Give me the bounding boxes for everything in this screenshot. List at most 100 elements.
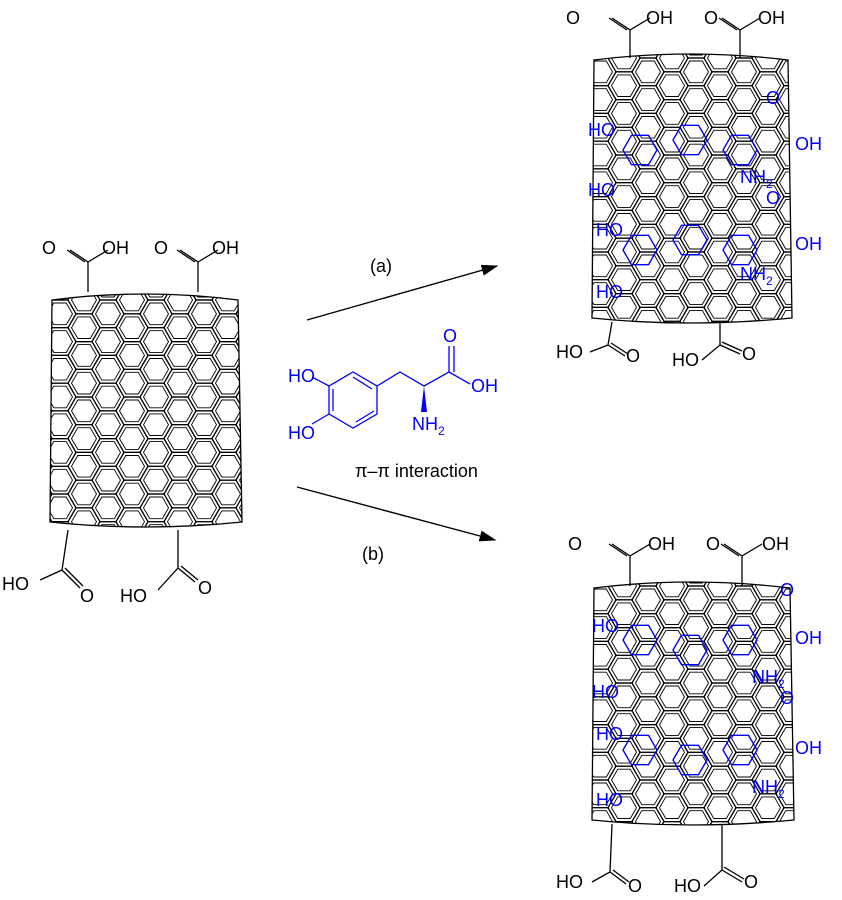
hexagon-ring (592, 171, 614, 194)
hexagon-ring (634, 116, 662, 139)
hexagon-ring (751, 820, 785, 825)
hexagon-ring (592, 644, 614, 667)
hexagon-ring (684, 838, 709, 860)
atom-label: O (154, 238, 168, 258)
hexagon-ring (655, 710, 689, 740)
hexagon-ring (120, 262, 145, 284)
hexagon-ring (804, 103, 829, 125)
hexagon-ring (754, 657, 782, 681)
hexagon-ring (658, 54, 686, 70)
hexagon-ring (592, 751, 617, 781)
hexagon-ring (238, 330, 242, 353)
hexagon-ring (730, 171, 758, 194)
hexagon-ring (804, 186, 829, 208)
hexagon-ring (187, 465, 221, 495)
hexagon-ring (115, 341, 149, 370)
atom-label: NH2 (752, 777, 785, 801)
hexagon-ring (592, 616, 614, 639)
reaction-arrow-b (296, 486, 497, 542)
hexagon-ring (592, 699, 614, 722)
hexagon-ring (778, 254, 792, 278)
hexagon-ring (706, 657, 734, 681)
start-labels: O OH O OH HO O HO O (2, 238, 239, 606)
hexagon-ring (754, 741, 782, 764)
hexagon-ring (658, 296, 686, 319)
hexagon-ring (804, 769, 829, 791)
hexagon-ring (564, 241, 589, 263)
hexagon-ring (564, 75, 589, 97)
hexagon-ring (754, 630, 782, 653)
hexagon-ring (679, 85, 713, 115)
hexagon-ring (631, 668, 665, 698)
hexagon-ring (118, 455, 146, 478)
hexagon-ring (94, 441, 122, 464)
hexagon-ring (754, 213, 782, 236)
hexagon-ring (610, 602, 638, 625)
hexagon-ring (592, 626, 593, 656)
hexagon-ring (754, 824, 782, 825)
hexagon-ring (658, 582, 686, 598)
dopamine-ring (722, 734, 758, 766)
hexagon-ring (592, 640, 617, 670)
hexagon-ring (592, 654, 593, 684)
hexagon-ring (214, 510, 242, 527)
hexagon-ring (631, 279, 665, 308)
hexagon-ring (631, 223, 665, 253)
wedge-bond (421, 386, 427, 412)
dopamine-ring (722, 134, 758, 166)
hexagon-ring (168, 262, 193, 284)
hexagon-ring (703, 737, 737, 767)
hexagon-ring (730, 727, 758, 750)
hexagon-ring (72, 539, 97, 561)
hexagon-ring (778, 116, 792, 139)
hexagon-ring (67, 396, 101, 426)
hexagon-ring (163, 479, 197, 509)
hexagon-ring (634, 782, 662, 806)
hexagon-ring (24, 262, 49, 284)
hexagon-ring (804, 548, 829, 570)
hexagon-ring (655, 293, 689, 322)
hexagon-ring (187, 327, 221, 356)
hexagon-ring (68, 536, 100, 564)
hexagon-ring (564, 158, 589, 180)
hexagon-ring (804, 797, 829, 819)
hexagon-ring (592, 582, 617, 587)
hexagon-ring (238, 468, 242, 492)
hexagon-ring (94, 468, 122, 492)
hexagon-ring (115, 294, 149, 315)
hexagon-ring (24, 372, 49, 394)
hexagon-ring (778, 60, 792, 84)
hexagon-ring (706, 824, 734, 825)
hexagon-ring (775, 585, 794, 615)
product-b-labels: O OH O OH HO O HO O O OH HO NH2 HO HO O … (556, 534, 822, 896)
hexagon-ring (631, 168, 665, 198)
hexagon-ring (142, 496, 170, 520)
hexagon-ring (50, 302, 74, 326)
hexagon-ring (115, 451, 149, 481)
hexagon-ring (214, 482, 242, 506)
hexagon-ring (190, 385, 218, 409)
hexagon-ring (800, 72, 832, 100)
hexagon-ring (682, 754, 710, 778)
hexagon-ring (634, 254, 662, 278)
hexagon-ring (91, 354, 125, 384)
hexagon-ring (655, 98, 689, 128)
hexagon-ring (682, 226, 710, 250)
hexagon-ring (804, 825, 829, 847)
adsorbed-dopamine-a (622, 124, 758, 266)
atom-label: OH (102, 238, 129, 258)
hexagon-ring (592, 116, 614, 139)
hexagon-ring (50, 451, 53, 481)
hexagon-ring (592, 199, 614, 222)
hexagon-ring (164, 536, 196, 564)
atom-label: OH (471, 376, 498, 396)
hexagon-ring (116, 536, 148, 564)
hexagon-ring (682, 671, 710, 695)
hexagon-ring (631, 613, 665, 643)
hexagon-ring (592, 671, 614, 695)
atom-label: O (706, 534, 720, 554)
hexagon-ring (94, 302, 122, 326)
hexagon-ring (91, 327, 125, 356)
hexagon-ring (592, 57, 617, 87)
dopamine-ring (622, 134, 658, 166)
